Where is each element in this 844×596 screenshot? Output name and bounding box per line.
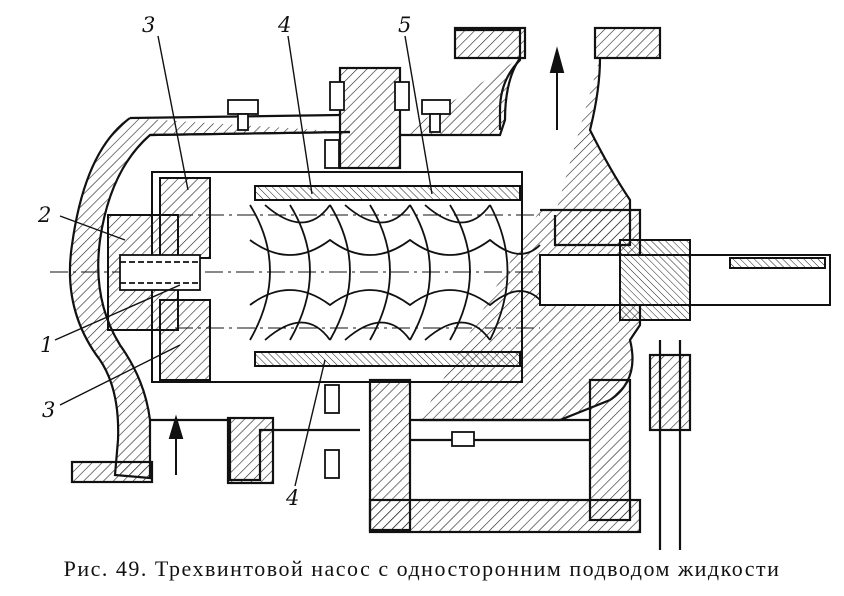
screw-liner [107, 171, 523, 383]
callout-4-bottom: 4 [285, 486, 299, 510]
callout-2-left: 2 [37, 203, 51, 227]
callout-5-top: 5 [398, 13, 411, 37]
figure-caption: Рис. 49. Трехвинтовой насос с односторон… [63, 556, 781, 581]
drive-shaft [539, 239, 831, 321]
screw-rotors [50, 204, 830, 341]
callout-4-top: 4 [277, 13, 291, 37]
pump-cross-section-drawing: 3 4 5 2 1 3 4 [37, 13, 831, 550]
callout-3-bottom: 3 [42, 398, 55, 422]
callout-1-left: 1 [40, 333, 53, 357]
flow-arrows [168, 46, 565, 475]
callout-3-top: 3 [142, 13, 155, 37]
leader-lines [54, 35, 433, 487]
bolts [227, 81, 475, 479]
